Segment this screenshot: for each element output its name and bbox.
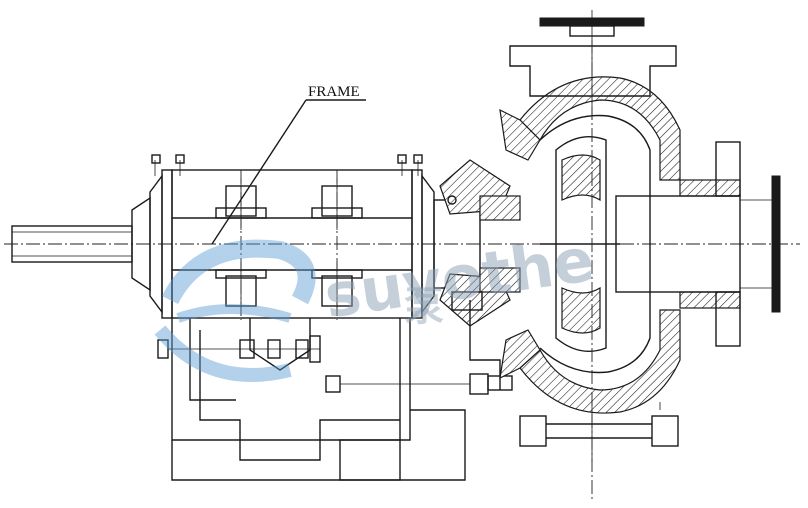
watermark-cjk: 泵 — [404, 284, 444, 330]
suction-flange — [615, 141, 781, 347]
seal-and-expeller — [433, 159, 521, 391]
casing-tie-bolt — [519, 400, 679, 462]
bearing-end-cover — [131, 154, 185, 319]
frame-label: FRAME — [308, 84, 360, 100]
watermark-logo — [154, 239, 316, 382]
discharge-flange — [509, 10, 677, 120]
pump-casing — [499, 76, 681, 414]
pump-frame-base — [157, 318, 489, 481]
frame-callout: FRAME — [211, 84, 366, 245]
